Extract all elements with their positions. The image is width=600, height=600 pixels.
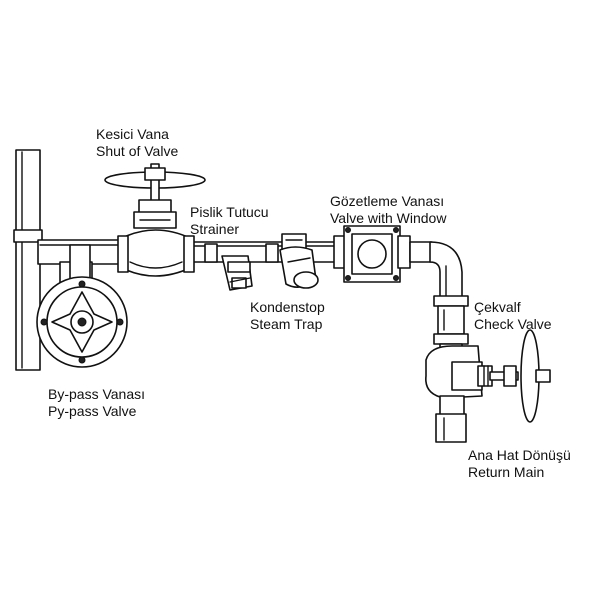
check-valve-label-en: Check Valve (474, 316, 552, 332)
strainer-label-tr: Pislik Tutucu (190, 204, 269, 220)
bypass-valve-label: By-pass Vanası Py-pass Valve (48, 386, 145, 420)
shut-off-valve-label-tr: Kesici Vana (96, 126, 169, 142)
return-main-label-tr: Ana Hat Dönüşü (468, 447, 571, 463)
shut-off-valve-label-en: Shut of Valve (96, 143, 179, 159)
steam-trap-label: Kondenstop Steam Trap (250, 299, 325, 333)
bypass-valve-label-en: Py-pass Valve (48, 403, 137, 419)
return-main-label-en: Return Main (468, 464, 545, 480)
strainer (204, 243, 253, 291)
return-main-label: Ana Hat Dönüşü Return Main (468, 447, 571, 481)
pipe-elbow (429, 241, 463, 301)
strainer-label: Pislik Tutucu Strainer (190, 204, 269, 238)
vertical-supply-pipe (13, 149, 43, 371)
return-main-valve (425, 329, 551, 443)
bypass-valve-label-tr: By-pass Vanası (48, 386, 146, 402)
steam-trap-label-tr: Kondenstop (250, 299, 325, 315)
bypass-valve (36, 276, 128, 368)
shut-off-valve-label: Kesici Vana Shut of Valve (96, 126, 178, 160)
sight-glass-label-tr: Gözetleme Vanası (330, 193, 445, 209)
steam-trap-label-en: Steam Trap (250, 316, 323, 332)
sight-glass-valve (333, 225, 433, 283)
check-valve-label: Çekvalf Check Valve (474, 299, 552, 333)
check-valve-label-tr: Çekvalf (474, 299, 521, 315)
sight-glass-label-en: Valve with Window (330, 210, 447, 226)
strainer-label-en: Strainer (190, 221, 240, 237)
steam-trap (265, 233, 319, 289)
shut-off-valve (104, 163, 206, 277)
sight-glass-label: Gözetleme Vanası Valve with Window (330, 193, 446, 227)
